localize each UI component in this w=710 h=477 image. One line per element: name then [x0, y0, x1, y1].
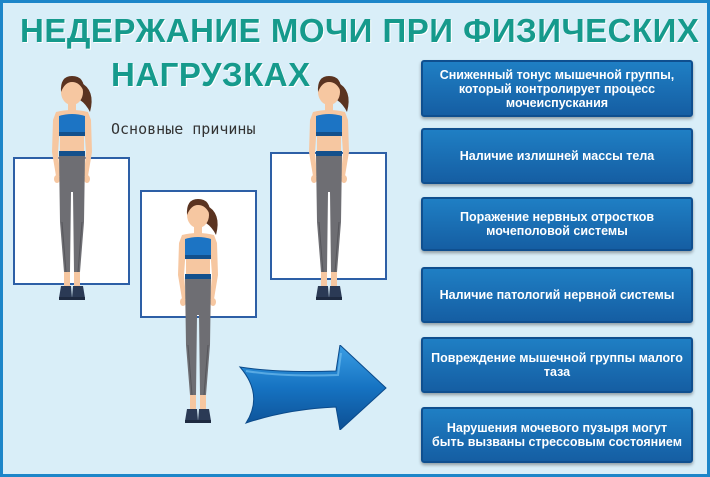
cause-item: Повреждение мышечной группы малого таза [421, 337, 693, 393]
woman-figure-left [22, 72, 122, 312]
page-title-line-1: НЕДЕРЖАНИЕ МОЧИ ПРИ ФИЗИЧЕСКИХ [20, 12, 700, 49]
cause-text: Наличие излишней массы тела [459, 149, 655, 163]
right-arrow-icon [238, 343, 388, 435]
subtitle: Основные причины [111, 120, 256, 138]
exercise-panel-right [270, 152, 387, 280]
cause-item: Сниженный тонус мышечной группы, который… [421, 60, 693, 117]
cause-text: Сниженный тонус мышечной группы, который… [439, 67, 675, 110]
cause-text: Наличие патологий нервной системы [439, 288, 675, 302]
cause-text: Повреждение мышечной группы малого таза [431, 351, 683, 379]
page-title-line-2: НАГРУЗКАХ [111, 56, 311, 93]
cause-item: Наличие патологий нервной системы [421, 267, 693, 323]
cause-text: Нарушения мочевого пузыря могут быть выз… [432, 421, 682, 449]
woman-figure-right [279, 72, 379, 312]
cause-text: Поражение нервных отростков мочеполовой … [459, 210, 655, 238]
woman-figure-center [148, 195, 248, 435]
cause-item: Нарушения мочевого пузыря могут быть выз… [421, 407, 693, 463]
cause-item: Наличие излишней массы тела [421, 128, 693, 184]
cause-item: Поражение нервных отростков мочеполовой … [421, 197, 693, 251]
